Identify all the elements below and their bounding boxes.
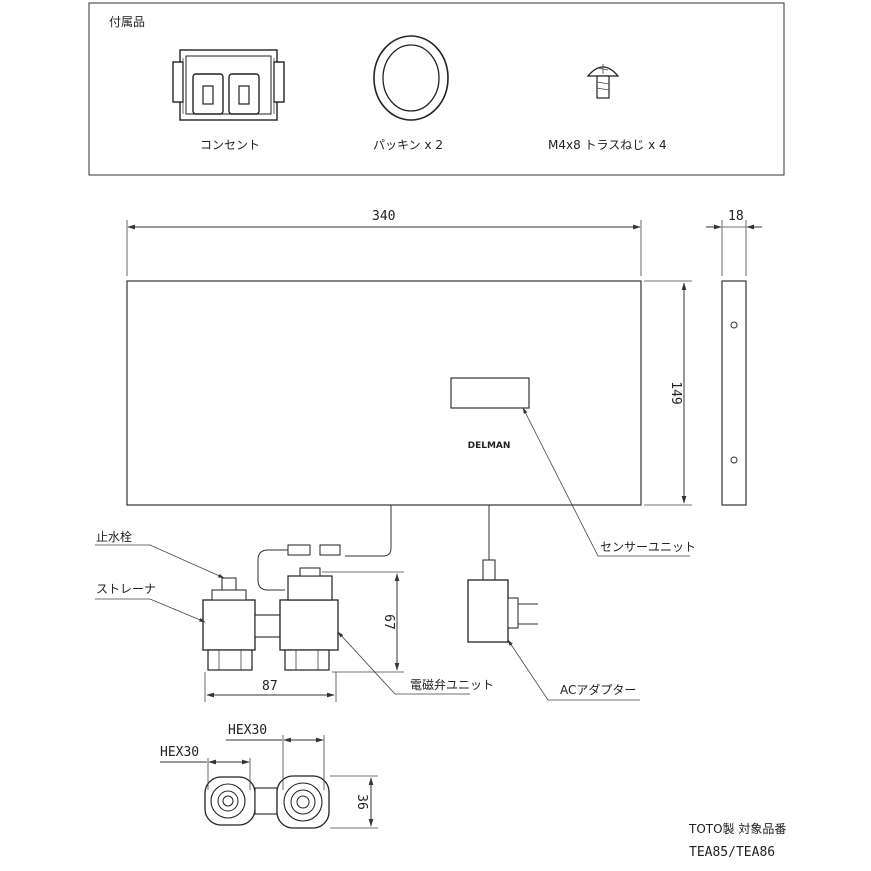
sensor-unit-callout: センサーユニット — [522, 407, 696, 557]
gasket-label: パッキン x 2 — [373, 138, 443, 152]
valve-height-label: 67 — [381, 614, 396, 630]
dimension-hex-b: HEX30 — [226, 723, 325, 790]
dimension-width: 340 — [126, 209, 642, 276]
accessories-box: 付属品 コンセント パッキン x 2 — [88, 2, 785, 176]
width-label: 340 — [372, 209, 395, 224]
stop-valve-callout: 止水栓 — [95, 529, 225, 579]
strainer-callout: ストレーナ — [95, 582, 206, 623]
outlet-label: コンセント — [200, 138, 260, 152]
cables — [257, 505, 490, 591]
dimension-valve-height: 67 — [322, 571, 404, 673]
ac-adapter-label: ACアダプター — [560, 682, 636, 697]
brand-logo: DELMAN — [468, 441, 511, 451]
footer-maker: TOTO製 対象品番 — [688, 822, 786, 836]
gasket-icon — [373, 35, 449, 121]
solenoid-unit-label: 電磁弁ユニット — [410, 677, 494, 692]
valve-assembly — [202, 567, 339, 671]
dimension-hex-a: HEX30 — [160, 745, 251, 790]
bottom-view — [204, 775, 330, 829]
screw-label: M4x8 トラスねじ x 4 — [548, 138, 667, 152]
hex-b-label: HEX30 — [228, 723, 267, 738]
stop-valve-label: 止水栓 — [96, 529, 132, 544]
dimension-bottom-height: 36 — [330, 775, 378, 829]
height-label: 149 — [668, 381, 683, 404]
side-view: 18 — [706, 209, 762, 506]
outlet-icon — [172, 49, 285, 121]
sensor-panel: DELMAN — [126, 280, 642, 506]
bottom-height-label: 36 — [354, 794, 369, 810]
accessories-title: 付属品 — [109, 15, 145, 29]
sensor-unit-label: センサーユニット — [600, 540, 696, 554]
hex-a-label: HEX30 — [160, 745, 199, 760]
valve-width-label: 87 — [262, 679, 278, 694]
footer-models: TEA85/TEA86 — [689, 845, 775, 860]
solenoid-callout: 電磁弁ユニット — [337, 631, 494, 695]
screw-icon — [586, 64, 620, 99]
dimension-valve-width: 87 — [204, 672, 337, 702]
depth-label: 18 — [728, 209, 744, 224]
strainer-label: ストレーナ — [96, 582, 156, 596]
ac-adapter: ACアダプター — [467, 559, 640, 701]
dimension-height: 149 — [644, 280, 692, 506]
